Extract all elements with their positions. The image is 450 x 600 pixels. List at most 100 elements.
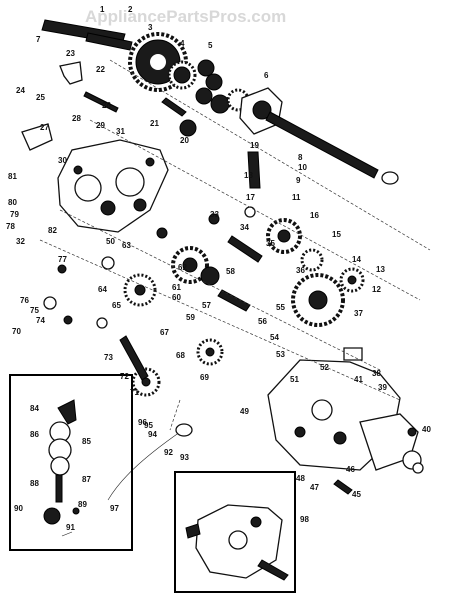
callout-58: 58 [226, 267, 235, 276]
callout-46: 46 [346, 465, 355, 474]
gear-14 [300, 248, 324, 272]
callout-84: 84 [30, 404, 39, 413]
callout-6: 6 [264, 71, 269, 80]
callout-72: 72 [120, 372, 129, 381]
callout-9: 9 [296, 176, 301, 185]
callout-50: 50 [106, 237, 115, 246]
callout-94: 94 [148, 430, 157, 439]
callout-7: 7 [36, 35, 41, 44]
callout-20: 20 [180, 136, 189, 145]
bolt-40 [407, 427, 417, 437]
callout-47: 47 [310, 483, 319, 492]
inset-shift-lever-97 [9, 374, 133, 551]
gear-68 [196, 338, 224, 366]
callout-63: 63 [122, 241, 131, 250]
callout-40: 40 [422, 425, 431, 434]
fasteners-left-column [43, 206, 256, 329]
callout-93: 93 [180, 453, 189, 462]
washer-25 [412, 462, 424, 474]
callout-26: 26 [102, 101, 111, 110]
seal-92 [175, 423, 193, 437]
callout-64: 64 [98, 285, 107, 294]
gear-20 [179, 119, 197, 137]
callout-33: 33 [210, 210, 219, 219]
callout-41: 41 [354, 375, 363, 384]
callout-87: 87 [82, 475, 91, 484]
callout-80: 80 [8, 198, 17, 207]
callout-88: 88 [30, 479, 39, 488]
shift-fork-27 [21, 123, 53, 151]
gear-13 [339, 267, 365, 293]
top-splined-shaft [41, 19, 133, 51]
callout-98: 98 [300, 515, 309, 524]
callout-97: 97 [110, 504, 119, 513]
callout-23: 23 [66, 49, 75, 58]
callout-76: 76 [20, 296, 29, 305]
callout-1: 1 [100, 5, 105, 14]
callout-53: 53 [276, 350, 285, 359]
inset-assembled-unit-98 [174, 471, 296, 593]
callout-65: 65 [112, 301, 121, 310]
callout-79: 79 [10, 210, 19, 219]
callout-82: 82 [48, 226, 57, 235]
shaft-72 [119, 335, 149, 381]
pinion-cluster-5 [195, 59, 250, 114]
callout-11: 11 [292, 193, 301, 202]
rod-21 [161, 97, 187, 117]
callout-52: 52 [320, 363, 329, 372]
callout-51: 51 [290, 375, 299, 384]
watermark-text: AppliancePartsPros.com [85, 7, 286, 26]
callout-92: 92 [164, 448, 173, 457]
axle-shaft-1 [265, 111, 379, 179]
callout-60: 60 [172, 293, 181, 302]
inset-leader-97 [107, 431, 181, 501]
callout-19: 19 [250, 141, 259, 150]
shaft-57 [217, 289, 251, 312]
pin-26 [83, 91, 119, 113]
callout-49: 49 [240, 407, 249, 416]
shaft-34 [227, 235, 263, 263]
left-housing-31 [57, 139, 169, 233]
callout-95: 95 [144, 421, 153, 430]
callout-17: 17 [246, 193, 255, 202]
right-housing-39 [267, 359, 422, 471]
bushing-52 [343, 347, 363, 361]
callout-73: 73 [104, 353, 113, 362]
callout-48: 48 [296, 474, 305, 483]
callout-54: 54 [270, 333, 279, 342]
callout-24: 24 [16, 86, 25, 95]
callout-91: 91 [66, 523, 75, 532]
callout-90: 90 [14, 504, 23, 513]
callout-30: 30 [58, 156, 67, 165]
callout-14: 14 [352, 255, 361, 264]
callout-25: 25 [36, 93, 45, 102]
gear-65 [123, 273, 157, 307]
gear-62 [171, 246, 209, 284]
callout-56: 56 [258, 317, 267, 326]
callout-22: 22 [96, 65, 105, 74]
callout-4: 4 [180, 39, 185, 48]
callout-8: 8 [298, 153, 303, 162]
gear-60 [200, 266, 220, 286]
callout-61: 61 [172, 283, 181, 292]
gear-16 [266, 218, 302, 254]
callout-74: 74 [36, 316, 45, 325]
callout-12: 12 [372, 285, 381, 294]
callout-31: 31 [116, 127, 125, 136]
callout-70: 70 [12, 327, 21, 336]
callout-81: 81 [8, 172, 17, 181]
callout-57: 57 [202, 301, 211, 310]
callout-29: 29 [96, 121, 105, 130]
callout-16: 16 [310, 211, 319, 220]
callout-38: 38 [372, 369, 381, 378]
callout-35: 35 [266, 239, 275, 248]
callout-85: 85 [82, 437, 91, 446]
callout-77: 77 [58, 255, 67, 264]
callout-69: 69 [200, 373, 209, 382]
callout-15: 15 [332, 230, 341, 239]
bolt-47 [333, 479, 353, 495]
shift-shaft-19 [247, 151, 261, 189]
shift-bracket-23 [59, 61, 83, 85]
callout-13: 13 [376, 265, 385, 274]
